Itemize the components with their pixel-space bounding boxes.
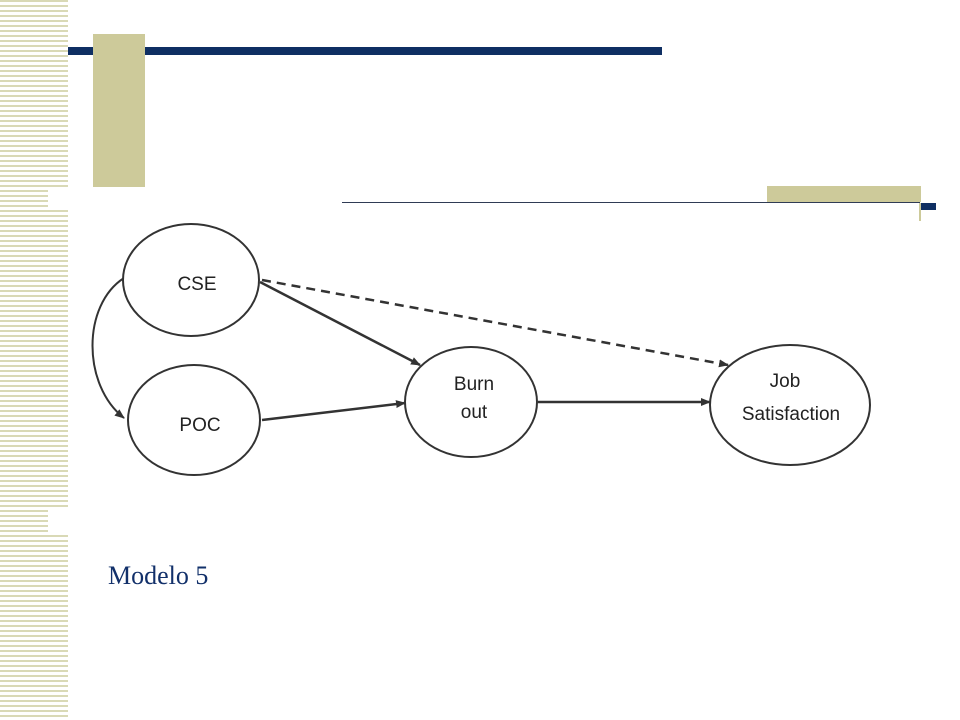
slide-caption: Modelo 5 xyxy=(108,561,209,590)
node-burnout-label-line2: out xyxy=(461,402,488,423)
divider-line xyxy=(342,202,920,203)
node-job-satisfaction xyxy=(709,344,871,466)
arrow-poc-to-burnout xyxy=(261,400,406,422)
correlation-arrow xyxy=(91,269,134,419)
decorative-stripes xyxy=(0,0,68,720)
node-poc-label: POC xyxy=(179,415,220,436)
title-bar-accent xyxy=(68,47,662,55)
node-cse-label: CSE xyxy=(177,274,216,295)
node-burnout-label-line1: Burn xyxy=(454,374,494,395)
olive-accent-block xyxy=(93,34,145,187)
node-burnout xyxy=(404,346,538,458)
stripe-gap xyxy=(48,188,68,208)
navy-accent-tick xyxy=(920,203,936,210)
stripe-gap xyxy=(48,510,68,532)
olive-accent-block-right xyxy=(767,186,921,202)
node-poc xyxy=(127,364,261,476)
node-job-label-line2: Satisfaction xyxy=(742,404,840,425)
node-cse xyxy=(122,223,260,337)
dashed-arrow-cse-to-job xyxy=(261,278,729,368)
node-job-label-line1: Job xyxy=(770,371,801,392)
olive-accent-tick xyxy=(919,203,921,221)
arrow-cse-to-burnout xyxy=(259,280,421,367)
